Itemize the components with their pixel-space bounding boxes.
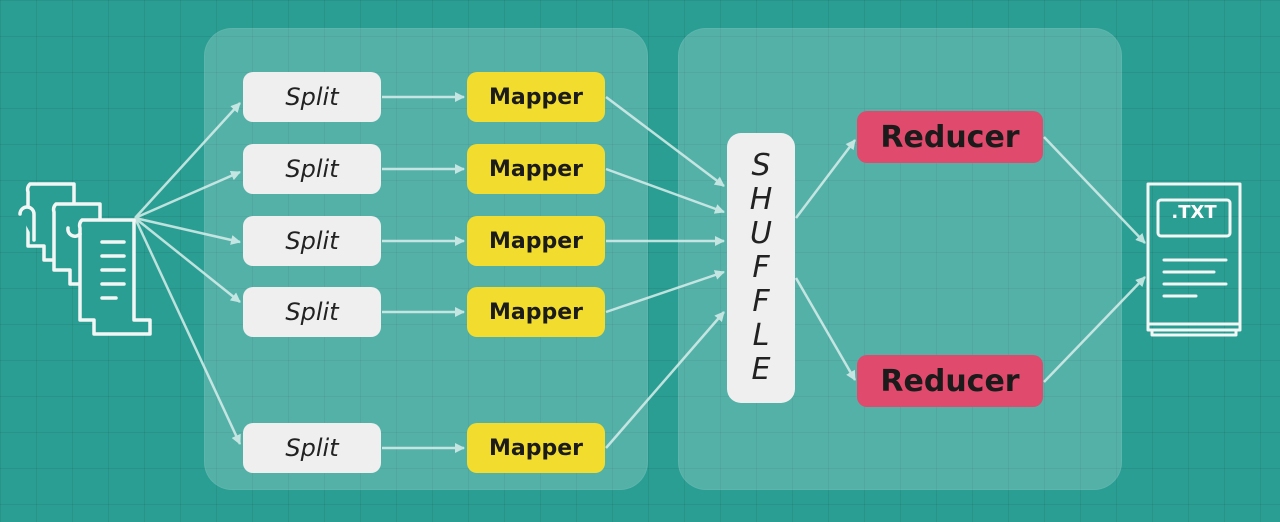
arrow-mapper-shuffle-1 — [605, 96, 725, 187]
arrow-input-split-2 — [134, 170, 241, 220]
arrow-reducer-output-2 — [1043, 276, 1146, 383]
mapper-box-2: Mapper — [467, 144, 605, 194]
reducer-box-2: Reducer — [857, 355, 1043, 407]
split-box-4: Split — [243, 287, 381, 337]
arrow-input-split-5 — [133, 217, 242, 445]
arrow-shuffle-reducer-1 — [795, 139, 856, 219]
documents-stack-icon — [18, 182, 152, 336]
arrow-input-split-1 — [134, 102, 241, 219]
mapper-box-3: Mapper — [467, 216, 605, 266]
text-file-icon — [1146, 182, 1242, 337]
arrow-input-split-4 — [134, 217, 241, 303]
arrow-input-split-3 — [134, 216, 241, 245]
split-box-2: Split — [243, 144, 381, 194]
shuffle-label: SHUFFLE — [749, 148, 773, 387]
arrow-mapper-shuffle-2 — [605, 167, 725, 214]
split-box-5: Split — [243, 423, 381, 473]
arrow-mapper-shuffle-5 — [605, 311, 725, 449]
arrow-shuffle-reducer-2 — [794, 277, 857, 381]
output-file-label: .TXT — [1171, 202, 1217, 223]
mapper-box-1: Mapper — [467, 72, 605, 122]
arrow-mapper-shuffle-4 — [605, 270, 725, 314]
mapper-box-4: Mapper — [467, 287, 605, 337]
shuffle-box: SHUFFLE — [727, 133, 795, 403]
split-box-1: Split — [243, 72, 381, 122]
split-box-3: Split — [243, 216, 381, 266]
mapper-box-5: Mapper — [467, 423, 605, 473]
arrow-reducer-output-1 — [1043, 136, 1146, 244]
reducer-box-1: Reducer — [857, 111, 1043, 163]
